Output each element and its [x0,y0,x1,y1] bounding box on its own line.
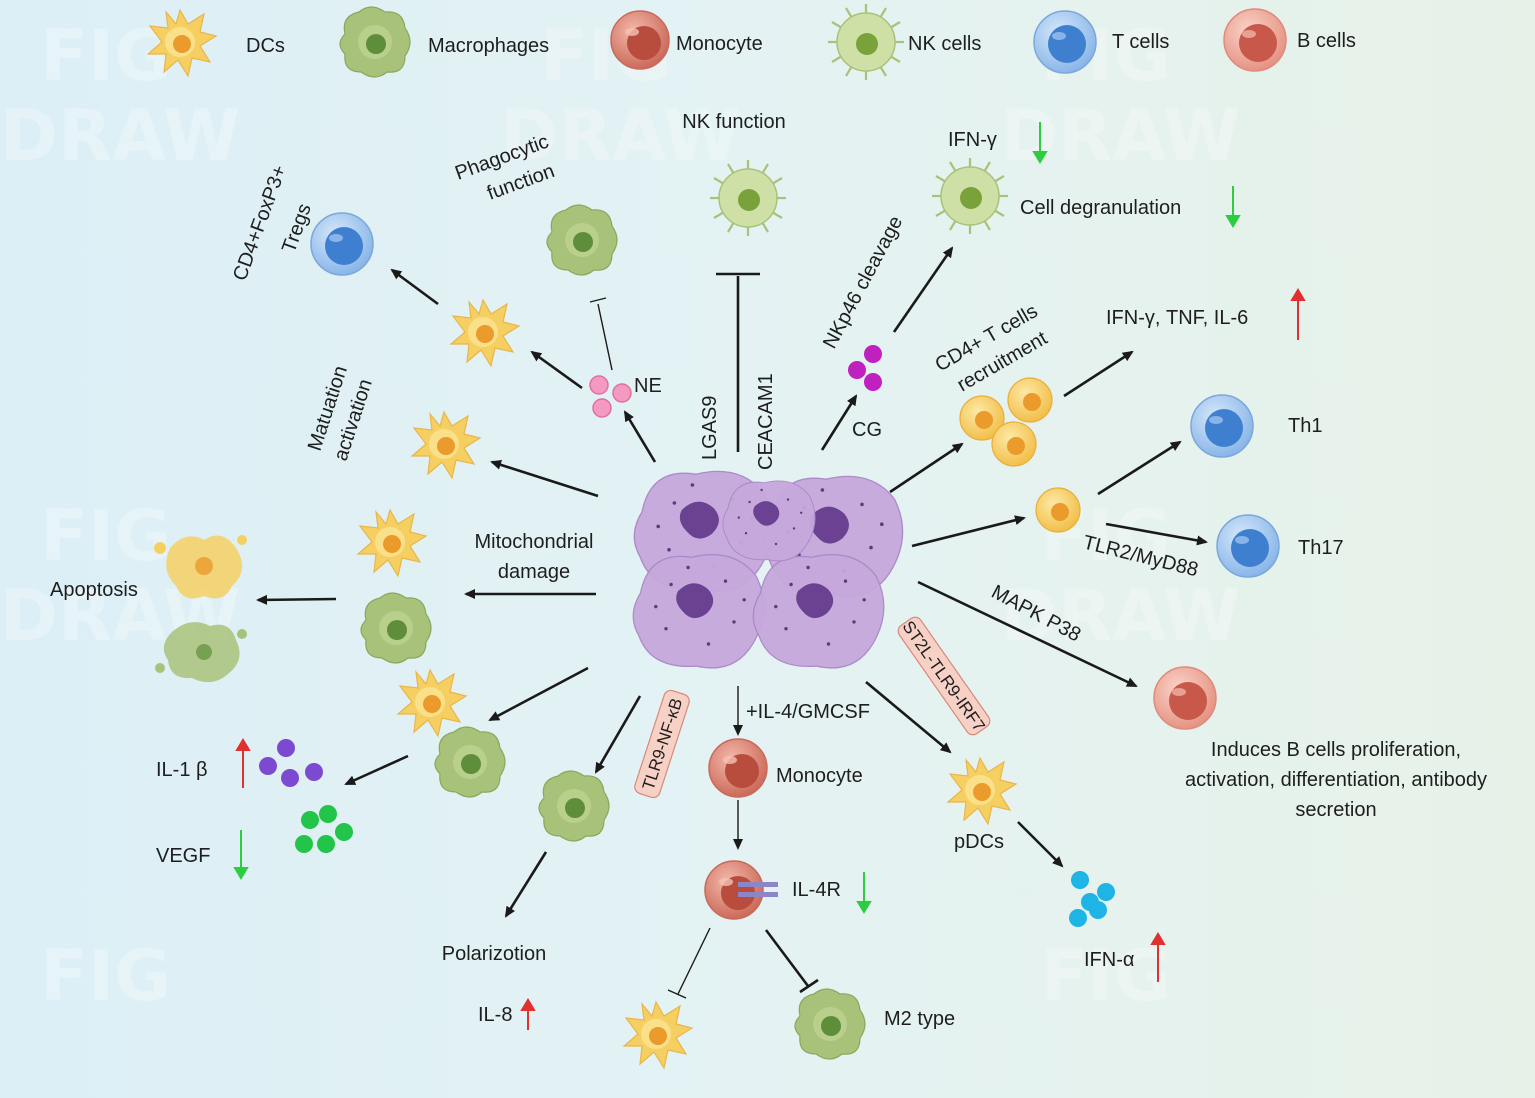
nk-cell-degranulation-icon [930,156,1010,236]
legend-tcell-icon [1033,10,1097,74]
cg-label: CG [852,419,882,441]
cd4-t-cell-tlr2-icon [1035,487,1081,533]
legend-macrophage-label: Macrophages [428,35,549,57]
down-arrow-icon [1225,186,1241,228]
cg-granules-icon [848,345,882,391]
nk-function-label: NK function [682,111,785,133]
dc-il1b-icon [397,669,467,737]
apoptosis-label: Apoptosis [50,579,138,601]
up-arrow-icon [1290,288,1306,340]
watermark-draw-2: DRAW [500,95,740,177]
il1b-granules-icon [259,739,323,787]
il4-gmcsf-label: +IL-4/GMCSF [746,701,870,723]
legend-nk-label: NK cells [908,33,981,55]
macrophage-polarization-icon [538,770,610,842]
monocyte-icon [708,738,768,798]
mitochondrial-label: Mitochondrial [475,531,594,553]
down-arrow-icon [233,830,249,880]
tag-st2l-label: ST2L-TLR9-IRF7 [898,617,988,735]
watermark-fig-1: FIG [40,15,171,97]
macrophage-apoptosis-icon [360,592,432,664]
apoptotic-dc-icon [154,535,247,599]
monocyte-il4r-icon [704,860,764,920]
mitochondrial-label-2: damage [498,561,570,583]
tregs-label-2: Tregs [278,201,316,256]
ifn-alpha-granules-icon [1069,871,1115,927]
ifn-gamma-label: IFN-γ [948,129,997,151]
il4r-receptor-icon [738,882,778,897]
legend-macrophage-icon [339,6,411,78]
watermark-draw-3: DRAW [1000,95,1240,177]
neutrophil-icon [752,554,885,669]
vegf-label: VEGF [156,845,210,867]
lgals9-label: LGAS9 [699,396,721,460]
dc-inhibited-icon [623,1001,693,1069]
tregs-label: CD4+FoxP3+ [229,162,291,283]
polarization-label: Polarizotion [442,943,547,965]
cell-degranulation-label: Cell degranulation [1020,197,1181,219]
legend-tcell-label: T cells [1112,31,1169,53]
vegf-granules-icon [295,805,353,853]
legend-bcell-label: B cells [1297,30,1356,52]
b-cell-icon [1153,666,1217,730]
apoptotic-macrophage-icon [155,622,247,683]
watermark-fig-4: FIG [40,495,171,577]
legend-monocyte-icon [610,10,670,70]
th17-cell-icon [1216,514,1280,578]
legend-bcell-icon [1223,8,1287,72]
ne-label: NE [634,375,662,397]
macrophage-phagocytic-icon [546,204,618,276]
watermark-draw-5: DRAW [1000,575,1240,657]
central-neutrophil-cluster [632,470,904,669]
neutrophil-icon [632,554,765,669]
up-arrow-icon [520,998,536,1030]
th1-cell-icon [1190,394,1254,458]
up-arrow-icon [1150,932,1166,982]
legend-dc-label: DCs [246,35,285,57]
watermark-fig-6: FIG [40,935,171,1017]
watermark-fig-7: FIG [1040,935,1171,1017]
cytokines-label: IFN-γ, TNF, IL-6 [1106,307,1248,329]
il8-label: IL-8 [478,1004,512,1026]
ifn-alpha-label: IFN-α [1084,949,1134,971]
legend: DCs Macrophages Monocyte NK cells T cell… [147,2,1356,82]
down-arrow-icon [1032,122,1048,164]
dc-apoptosis-icon [357,509,427,577]
connectors [256,246,1208,999]
macrophage-il1b-icon [434,726,506,798]
treg-cell-icon [310,212,374,276]
il1b-label: IL-1 β [156,759,208,781]
th1-label: Th1 [1288,415,1322,437]
up-arrow-icon [235,738,251,788]
cd4-t-cell-icon [991,421,1037,467]
legend-monocyte-label: Monocyte [676,33,763,55]
bcell-effect-label: Induces B cells proliferation, [1211,739,1461,761]
macrophage-m2-icon [794,988,866,1060]
watermark-draw-1: DRAW [0,95,240,177]
ne-granules-icon [589,375,632,418]
bcell-effect-label-3: secretion [1295,799,1376,821]
cells [154,156,1280,1069]
m2-type-label: M2 type [884,1008,955,1030]
monocyte-label: Monocyte [776,765,863,787]
cd4-t-cell-icon [1007,377,1053,423]
dc-maturation-icon [411,411,481,479]
th17-label: Th17 [1298,537,1344,559]
il4r-label: IL-4R [792,879,841,901]
regulation-arrows [233,122,1306,1030]
ceacam1-label: CEACAM1 [755,373,777,470]
pdc-icon [947,757,1017,825]
bcell-effect-label-2: activation, differentiation, antibody [1185,769,1487,791]
pdcs-label: pDCs [954,831,1004,853]
neutrophil-icon [722,480,816,562]
down-arrow-icon [856,872,872,914]
legend-nk-icon [826,2,906,82]
dc-treg-icon [450,299,520,367]
tag-tlr9-nfkb: TLR9-NF-κB [634,689,690,799]
